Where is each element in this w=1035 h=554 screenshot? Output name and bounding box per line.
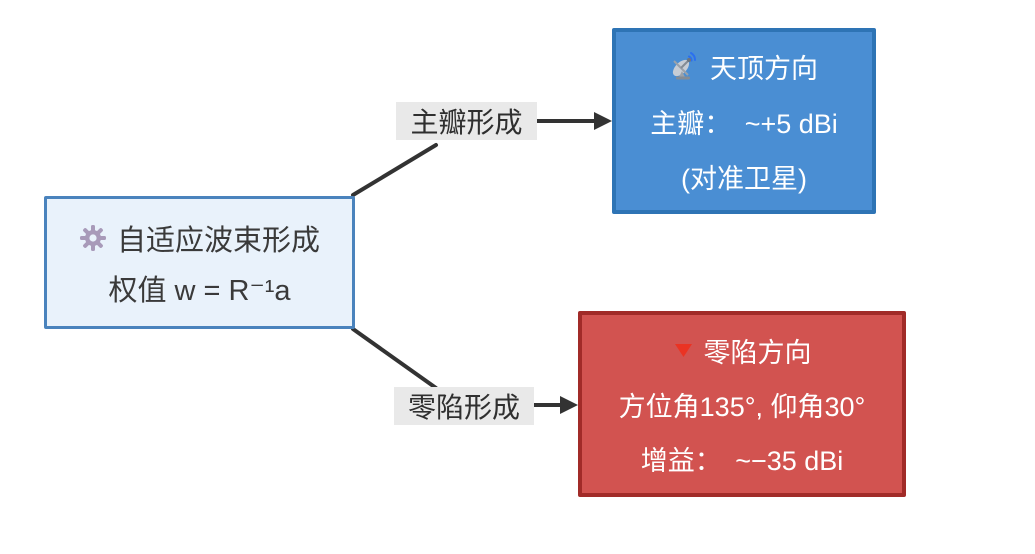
source-title: 自适应波束形成 bbox=[116, 224, 320, 257]
edge-line-top-diagonal bbox=[351, 143, 438, 197]
arrowhead-top bbox=[594, 112, 612, 130]
edge-label-main-lobe-forming: 主瓣形成 bbox=[396, 102, 537, 140]
edge-line-bottom-diagonal bbox=[351, 327, 438, 390]
main-lobe-gain: 主瓣： ~+5 dBi bbox=[650, 108, 838, 139]
null-title: 零陷方向 bbox=[703, 337, 812, 368]
zenith-title: 天顶方向 bbox=[710, 53, 818, 84]
null-gain: 增益： ~−35 dBi bbox=[640, 445, 844, 476]
null-angles: 方位角135°, 仰角30° bbox=[618, 391, 866, 422]
node-zenith-direction: 天顶方向 主瓣： ~+5 dBi (对准卫星) bbox=[612, 28, 876, 214]
gear-icon bbox=[79, 224, 107, 252]
weight-formula: 权值 w = R⁻¹a bbox=[108, 274, 291, 307]
zenith-title-line: 天顶方向 bbox=[670, 47, 818, 86]
source-title-line: 自适应波束形成 bbox=[79, 217, 320, 259]
null-title-line: 零陷方向 bbox=[673, 331, 812, 370]
node-null-direction: 零陷方向 方位角135°, 仰角30° 增益： ~−35 dBi bbox=[578, 311, 906, 497]
node-adaptive-beamforming: 自适应波束形成 权值 w = R⁻¹a bbox=[44, 196, 355, 329]
satellite-antenna-icon bbox=[670, 51, 700, 81]
arrowhead-bottom bbox=[560, 396, 578, 414]
red-triangle-icon bbox=[673, 342, 694, 359]
main-lobe-note: (对准卫星) bbox=[681, 163, 807, 194]
edge-label-null-forming: 零陷形成 bbox=[394, 387, 534, 425]
